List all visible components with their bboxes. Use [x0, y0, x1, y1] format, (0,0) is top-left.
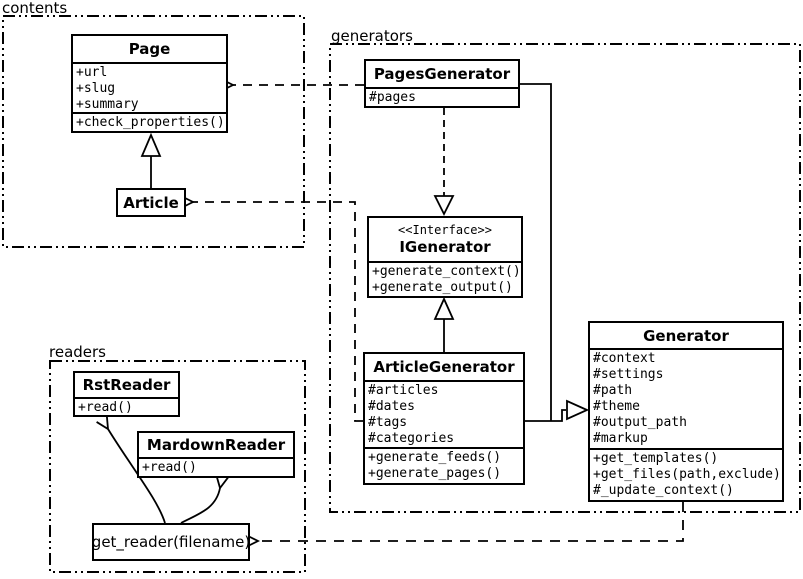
class-box-igenerator: <<Interface>> IGenerator +generate_conte… — [367, 216, 523, 298]
attribute-row: #markup — [593, 431, 648, 446]
attribute-row: #categories — [368, 431, 455, 446]
attribute-row: #dates — [368, 399, 415, 414]
class-name: IGenerator — [399, 238, 491, 256]
attribute-row: #output_path — [593, 415, 687, 430]
method-row: +read() — [142, 460, 197, 475]
edge-getreader-to-mardownreader — [180, 474, 229, 524]
edge-generator-to-getreader-dependency — [245, 502, 684, 548]
package-label-readers: readers — [49, 343, 106, 361]
class-methods: +generate_context() +generate_output() — [369, 261, 521, 296]
attribute-row: #settings — [593, 367, 664, 382]
attribute-row: +slug — [76, 81, 116, 96]
class-box-articlegenerator: ArticleGenerator #articles #dates #tags … — [363, 352, 525, 485]
class-attributes: #pages — [366, 87, 518, 106]
edge-articlegenerator-to-article-dependency — [180, 195, 363, 422]
class-attributes: +url +slug +summary — [73, 62, 226, 112]
attribute-row: +url — [76, 65, 108, 80]
class-title: ArticleGenerator — [373, 358, 515, 376]
attribute-row: #tags — [368, 415, 408, 430]
attribute-row: #pages — [369, 90, 416, 105]
class-stereotype: <<Interface>> — [398, 223, 492, 237]
class-methods: +read() — [139, 457, 293, 476]
attribute-row: +summary — [76, 97, 139, 112]
edge-pagesgenerator-to-generator-inheritance — [520, 83, 552, 421]
class-attributes: #articles #dates #tags #categories — [365, 380, 523, 447]
attribute-row: #theme — [593, 399, 640, 414]
attribute-row: #path — [593, 383, 633, 398]
edge-article-to-page-inheritance — [140, 132, 162, 188]
package-border-generators — [329, 43, 801, 513]
method-row: +get_templates() — [593, 451, 719, 466]
inheritance-triangle-icon — [433, 296, 455, 320]
class-box-rstreader: RstReader +read() — [73, 371, 180, 417]
class-title: Generator — [643, 326, 729, 345]
class-title: RstReader — [82, 376, 171, 394]
method-row: +generate_output() — [372, 280, 513, 295]
class-title: <<Interface>> IGenerator — [369, 218, 521, 261]
class-methods: +generate_feeds() +generate_pages() — [365, 447, 523, 483]
class-methods: +read() — [75, 397, 178, 415]
edge-articlegenerator-to-igenerator-inheritance — [433, 296, 455, 352]
package-border-contents — [2, 15, 305, 248]
realization-triangle-icon — [433, 195, 455, 217]
class-box-article: Article — [116, 188, 186, 217]
class-box-page: Page +url +slug +summary +check_properti… — [71, 34, 228, 133]
inheritance-triangle-icon — [566, 399, 590, 421]
edge-getreader-to-rstreader — [96, 415, 166, 524]
method-row: #_update_context() — [593, 483, 734, 498]
inheritance-triangle-icon — [140, 132, 162, 157]
class-box-generator: Generator #context #settings #path #them… — [588, 321, 784, 502]
attribute-row: #articles — [368, 383, 439, 398]
class-attributes: #context #settings #path #theme #output_… — [590, 348, 782, 448]
attribute-row: #context — [593, 351, 656, 366]
class-title: Page — [128, 40, 171, 58]
package-label-generators: generators — [331, 27, 413, 45]
edge-pagesgenerator-to-igenerator-realization — [433, 108, 455, 217]
method-row: +get_files(path,exclude) — [593, 467, 781, 482]
class-title: PagesGenerator — [373, 65, 511, 83]
class-title: Article — [123, 193, 179, 212]
class-title: MardownReader — [146, 436, 286, 454]
class-methods: +check_properties() — [73, 111, 226, 131]
function-node-get-reader: get_reader(filename) — [92, 523, 250, 561]
method-row: +generate_pages() — [368, 466, 502, 482]
edge-articlegenerator-to-generator-inheritance — [525, 399, 590, 422]
package-label-contents: contents — [2, 0, 68, 17]
class-box-pagesgenerator: PagesGenerator #pages — [364, 59, 520, 108]
method-row: +read() — [78, 400, 133, 415]
class-box-mardownreader: MardownReader +read() — [137, 431, 295, 478]
method-row: +check_properties() — [76, 114, 225, 130]
class-methods: +get_templates() +get_files(path,exclude… — [590, 448, 782, 500]
method-row: +generate_context() — [372, 264, 521, 279]
package-border-readers — [49, 360, 306, 573]
method-row: +generate_feeds() — [368, 450, 502, 466]
